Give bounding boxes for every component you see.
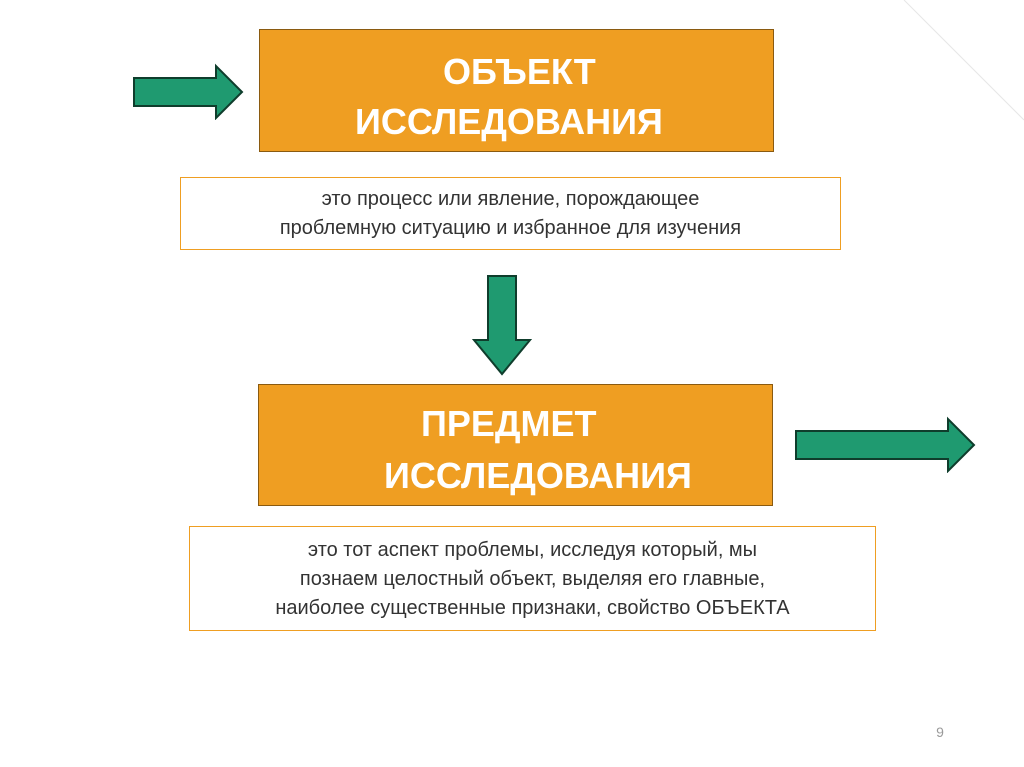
corner-decoration: [903, 0, 1024, 121]
arrow-down-icon: [471, 275, 533, 376]
object-title-box: ОБЪЕКТ ИССЛЕДОВАНИЯ: [259, 29, 774, 152]
arrow-right-icon: [133, 63, 244, 120]
object-description-line1: это процесс или явление, порождающее: [321, 188, 700, 210]
subject-description-line1: это тот аспект проблемы, исследуя которы…: [307, 539, 758, 561]
object-title-line1: ОБЪЕКТ: [443, 51, 596, 92]
subject-title-line1: ПРЕДМЕТ: [421, 403, 597, 444]
arrow-right-icon: [795, 416, 976, 473]
subject-title-line2: ИССЛЕДОВАНИЯ: [384, 455, 692, 496]
subject-title-box: ПРЕДМЕТ ИССЛЕДОВАНИЯ: [258, 384, 773, 506]
page-number: 9: [936, 724, 944, 740]
subject-description-line3: наиболее существенные признаки, свойство…: [275, 597, 790, 619]
object-description-line2: проблемную ситуацию и избранное для изуч…: [279, 217, 742, 239]
subject-description-box: это тот аспект проблемы, исследуя которы…: [189, 526, 876, 631]
object-description-box: это процесс или явление, порождающее про…: [180, 177, 841, 250]
object-title-line2: ИССЛЕДОВАНИЯ: [355, 101, 663, 142]
subject-description-line2: познаем целостный объект, выделяя его гл…: [299, 568, 766, 590]
